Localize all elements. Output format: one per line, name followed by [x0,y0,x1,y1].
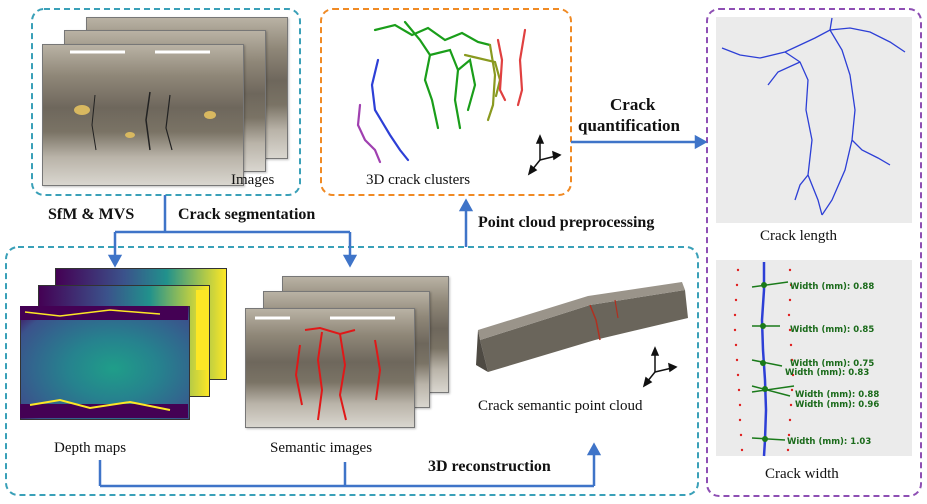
width-annotation-3: Width (mm): 0.75 [790,359,875,369]
quantification-label-line1: Crack [610,95,656,114]
crack-width-plot [716,260,912,456]
segmentation-label: Crack segmentation [178,206,316,223]
depth-maps-label: Depth maps [54,440,127,456]
width-annotation-1: Width (mm): 0.88 [790,282,875,292]
sfm-label: SfM & MVS [48,206,135,223]
crack-length-label: Crack length [760,228,838,244]
clusters-label: 3D crack clusters [366,172,471,188]
semantic-images-label: Semantic images [270,440,373,456]
point-cloud-label: Crack semantic point cloud [478,398,643,414]
quantification-label-line2: quantification [578,116,681,135]
width-annotation-4: Width (mm): 0.83 [785,368,870,378]
width-annotation-5: Width (mm): 0.88 [795,390,880,400]
quantification-box [706,8,922,497]
crack-width-label: Crack width [765,466,839,482]
width-annotation-7: Width (mm): 1.03 [787,437,872,447]
semantic-photo-front [245,308,415,428]
width-annotation-6: Width (mm): 0.96 [795,400,880,410]
images-label: Images [231,172,275,188]
reconstruction-box [5,246,699,496]
width-annotation-2: Width (mm): 0.85 [790,325,875,335]
preprocessing-label: Point cloud preprocessing [478,214,655,231]
reconstruction-label: 3D reconstruction [428,458,551,475]
clusters-box [320,8,572,196]
